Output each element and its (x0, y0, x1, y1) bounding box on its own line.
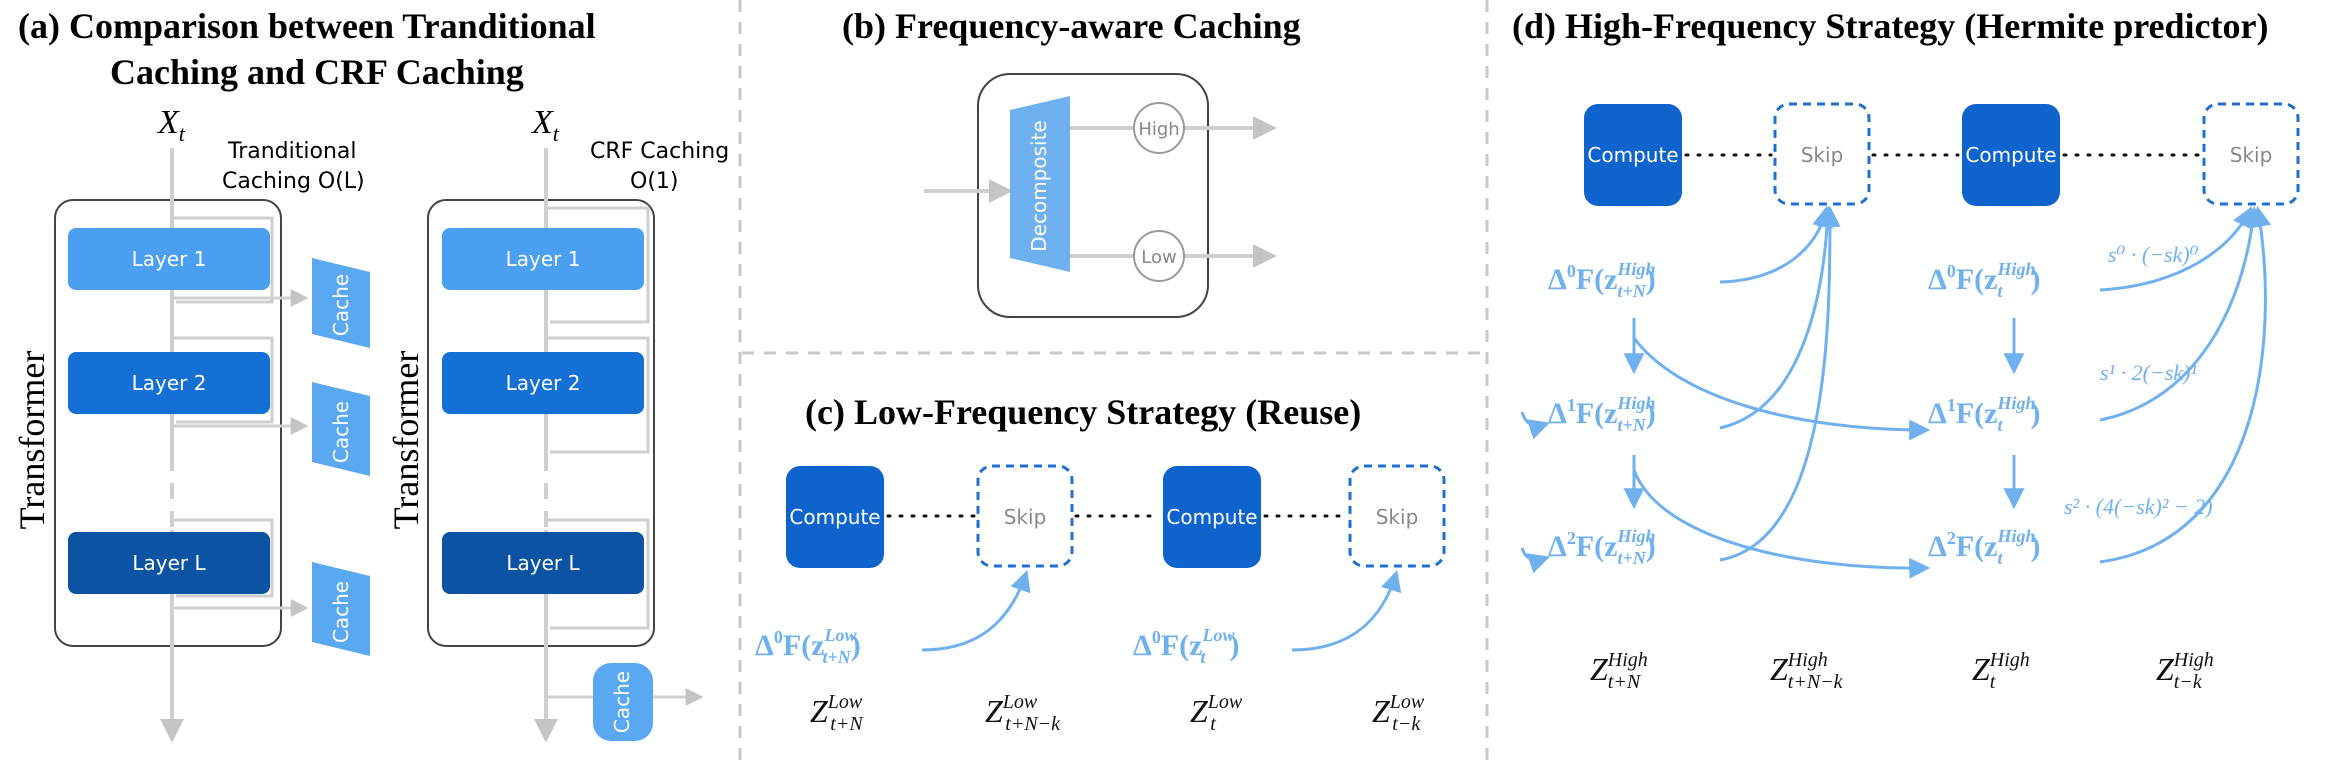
skip-label-c2: Skip (1376, 505, 1419, 529)
freq-frame (977, 73, 1209, 318)
cache-left-1-label: Cache (329, 274, 353, 336)
skip-box-d2 (2202, 102, 2300, 206)
coef-1: s¹ · 2(−sk)¹ (2100, 360, 2197, 385)
skip-box-c2 (1348, 464, 1446, 568)
left-caches: Cache Cache Cache (312, 258, 370, 656)
crf-note-line1: CRF Caching (590, 139, 729, 164)
cache-left-3-label: Cache (329, 581, 353, 643)
layer-2-left (68, 352, 270, 414)
compute-label-d2: Compute (1965, 143, 2056, 167)
transformer-frame-left (54, 199, 282, 647)
layer-1-right (442, 228, 644, 290)
panel-a: (a) Comparison between Tranditional Cach… (12, 6, 729, 743)
crf-note-line2: O(1) (630, 169, 678, 194)
input-x-left: Xt (156, 104, 186, 146)
panel-c: (c) Low-Frequency Strategy (Reuse) Compu… (755, 392, 1446, 735)
layer-2-left-label: Layer 2 (132, 371, 207, 395)
layer-1-left-label: Layer 1 (132, 247, 207, 271)
panel-a-title-line2: Caching and CRF Caching (110, 52, 524, 92)
layer-l-right-label: Layer L (506, 551, 580, 575)
cache-right-label: Cache (610, 671, 634, 733)
low-node (1133, 230, 1185, 282)
compute-box-c2 (1163, 466, 1261, 568)
transformer-frame-right (427, 199, 655, 647)
panel-d: (d) High-Frequency Strategy (Hermite pre… (1512, 6, 2300, 693)
panel-d-title: (d) High-Frequency Strategy (Hermite pre… (1512, 6, 2268, 46)
input-x-right: Xt (530, 104, 560, 146)
decomposite-label: Decomposite (1027, 120, 1051, 251)
layer-2-right (442, 352, 644, 414)
panel-b: (b) Frequency-aware Caching Decomposite … (842, 6, 1301, 318)
decomposite-block (1010, 96, 1070, 272)
traditional-note-line2: Caching O(L) (222, 169, 365, 194)
panel-dividers (738, 0, 1489, 763)
layer-l-left-label: Layer L (132, 551, 206, 575)
layer-l-left (68, 532, 270, 594)
compute-box-d1 (1584, 104, 1682, 206)
skip-label-c1: Skip (1004, 505, 1047, 529)
cache-left-2-label: Cache (329, 401, 353, 463)
layer-1-left (68, 228, 270, 290)
skip-label-d1: Skip (1801, 143, 1844, 167)
high-node (1133, 102, 1185, 154)
skip-label-d2: Skip (2230, 143, 2273, 167)
skip-box-c1 (976, 464, 1074, 568)
layer-2-right-label: Layer 2 (506, 371, 581, 395)
high-node-label: High (1138, 119, 1179, 140)
coef-0: s⁰ · (−sk)⁰ (2108, 242, 2199, 267)
transformer-label-left: Transformer (12, 351, 52, 530)
traditional-note-line1: Tranditional (227, 139, 357, 164)
layer-1-right-label: Layer 1 (506, 247, 581, 271)
low-node-label: Low (1141, 247, 1176, 268)
panel-a-title-line1: (a) Comparison between Tranditional (18, 6, 596, 46)
compute-label-d1: Compute (1587, 143, 1678, 167)
transformer-label-right: Transformer (386, 351, 426, 530)
compute-label-c1: Compute (789, 505, 880, 529)
coef-2: s² · (4(−sk)² − 2) (2064, 494, 2213, 519)
skip-box-d1 (1773, 102, 1871, 206)
compute-label-c2: Compute (1166, 505, 1257, 529)
traditional-transformer: Xt Tranditional Caching O(L) Transformer… (12, 104, 370, 743)
compute-box-c1 (786, 466, 884, 568)
crf-transformer: Xt CRF Caching O(1) Transformer Layer 1 … (386, 104, 729, 743)
panel-b-title: (b) Frequency-aware Caching (842, 6, 1301, 46)
compute-box-d2 (1962, 104, 2060, 206)
layer-l-right (442, 532, 644, 594)
cache-right (593, 663, 653, 741)
panel-c-title: (c) Low-Frequency Strategy (Reuse) (805, 392, 1361, 432)
